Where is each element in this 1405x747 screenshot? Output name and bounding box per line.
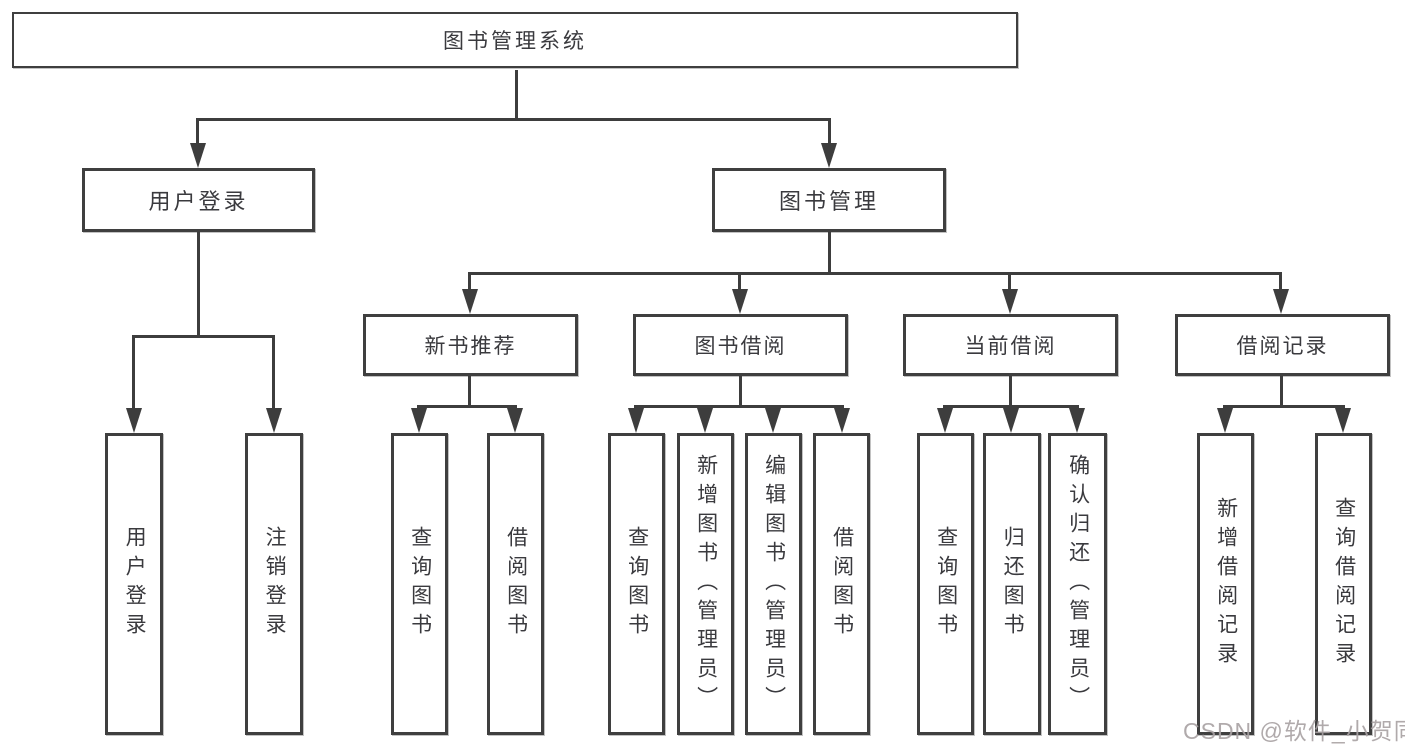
arrow-down-icon: [126, 408, 142, 433]
arrow-down-icon: [507, 408, 523, 433]
leaf-label: 编辑图书（管理员）: [762, 453, 786, 715]
connector-drop: [468, 272, 471, 290]
node-library-management-system: 图书管理系统: [12, 12, 1018, 68]
leaf-query-books-current: 查询图书: [917, 433, 974, 735]
connector-bar: [635, 405, 844, 408]
connector-userlogin-bar: [133, 335, 275, 338]
arrow-down-icon: [1335, 408, 1351, 433]
connector-root-bar: [196, 118, 831, 121]
connector-bar: [418, 405, 517, 408]
connector-drop: [1223, 405, 1226, 410]
leaf-label: 注销登录: [263, 526, 287, 642]
csdn-watermark: CSDN @软件_小贺同学: [1183, 718, 1405, 744]
leaf-add-books-admin: 新增图书（管理员）: [677, 433, 734, 735]
node-label: 用户登录: [148, 189, 249, 214]
leaf-label: 借阅图书: [830, 526, 854, 642]
connector-stem: [468, 376, 471, 405]
arrow-down-icon: [462, 289, 478, 314]
leaf-confirm-return-admin: 确认归还（管理员）: [1048, 433, 1107, 735]
node-label: 图书管理: [778, 189, 879, 214]
arrow-down-icon: [1273, 289, 1289, 314]
node-book-management: 图书管理: [712, 168, 946, 232]
connector-drop: [1076, 405, 1079, 410]
connector-drop: [840, 405, 843, 410]
leaf-query-books-recommend: 查询图书: [391, 433, 448, 735]
arrow-down-icon: [732, 289, 748, 314]
connector-drop: [196, 118, 199, 146]
connector-drop: [1341, 405, 1344, 410]
leaf-label: 确认归还（管理员）: [1066, 453, 1090, 715]
node-current-borrowing: 当前借阅: [903, 314, 1118, 376]
arrow-down-icon: [937, 408, 953, 433]
arrow-down-icon: [1069, 408, 1085, 433]
leaf-label: 查询图书: [408, 526, 432, 642]
connector-bookmgmt-bar: [469, 272, 1282, 275]
connector-bookmgmt-stem: [828, 232, 831, 272]
leaf-logout: 注销登录: [245, 433, 303, 735]
connector-drop: [132, 335, 135, 409]
connector-userlogin-stem: [197, 232, 200, 335]
leaf-label: 新增借阅记录: [1214, 497, 1238, 671]
node-label: 图书借阅: [694, 335, 787, 358]
node-user-login: 用户登录: [82, 168, 315, 232]
connector-root-stem: [515, 70, 518, 118]
leaf-borrow-books: 借阅图书: [813, 433, 870, 735]
node-label: 当前借阅: [964, 335, 1057, 358]
connector-stem: [739, 376, 742, 405]
leaf-label: 查询图书: [625, 526, 649, 642]
connector-drop: [828, 118, 831, 146]
leaf-label: 查询借阅记录: [1332, 497, 1356, 671]
node-label: 借阅记录: [1236, 335, 1329, 358]
arrow-down-icon: [411, 408, 427, 433]
leaf-label: 新增图书（管理员）: [694, 453, 718, 715]
leaf-query-books-borrow: 查询图书: [608, 433, 665, 735]
leaf-add-borrow-record: 新增借阅记录: [1197, 433, 1254, 735]
connector-drop: [272, 335, 275, 409]
connector-drop: [738, 272, 741, 290]
connector-drop: [771, 405, 774, 410]
arrow-down-icon: [190, 143, 206, 168]
leaf-return-books: 归还图书: [983, 433, 1041, 735]
connector-drop: [943, 405, 946, 410]
connector-drop: [1279, 272, 1282, 290]
connector-drop: [1008, 272, 1011, 290]
arrow-down-icon: [821, 143, 837, 168]
node-label: 新书推荐: [424, 335, 517, 358]
connector-drop: [417, 405, 420, 410]
node-book-borrowing: 图书借阅: [633, 314, 848, 376]
connector-stem: [1009, 376, 1012, 405]
leaf-borrow-books-recommend: 借阅图书: [487, 433, 544, 735]
arrow-down-icon: [1002, 289, 1018, 314]
leaf-label: 归还图书: [1001, 526, 1025, 642]
arrow-down-icon: [1003, 408, 1019, 433]
connector-bar: [1223, 405, 1345, 408]
arrow-down-icon: [628, 408, 644, 433]
leaf-label: 用户登录: [123, 526, 147, 642]
leaf-label: 查询图书: [934, 526, 958, 642]
arrow-down-icon: [834, 408, 850, 433]
leaf-label: 借阅图书: [504, 526, 528, 642]
node-new-book-recommend: 新书推荐: [363, 314, 578, 376]
node-borrow-records: 借阅记录: [1175, 314, 1390, 376]
leaf-user-login: 用户登录: [105, 433, 163, 735]
arrow-down-icon: [1217, 408, 1233, 433]
arrow-down-icon: [266, 408, 282, 433]
leaf-edit-books-admin: 编辑图书（管理员）: [745, 433, 802, 735]
connector-stem: [1280, 376, 1283, 405]
connector-drop: [1010, 405, 1013, 410]
leaf-query-borrow-record: 查询借阅记录: [1315, 433, 1372, 735]
arrow-down-icon: [765, 408, 781, 433]
connector-drop: [634, 405, 637, 410]
arrow-down-icon: [697, 408, 713, 433]
connector-drop: [513, 405, 516, 410]
connector-drop: [703, 405, 706, 410]
node-label: 图书管理系统: [443, 30, 587, 53]
